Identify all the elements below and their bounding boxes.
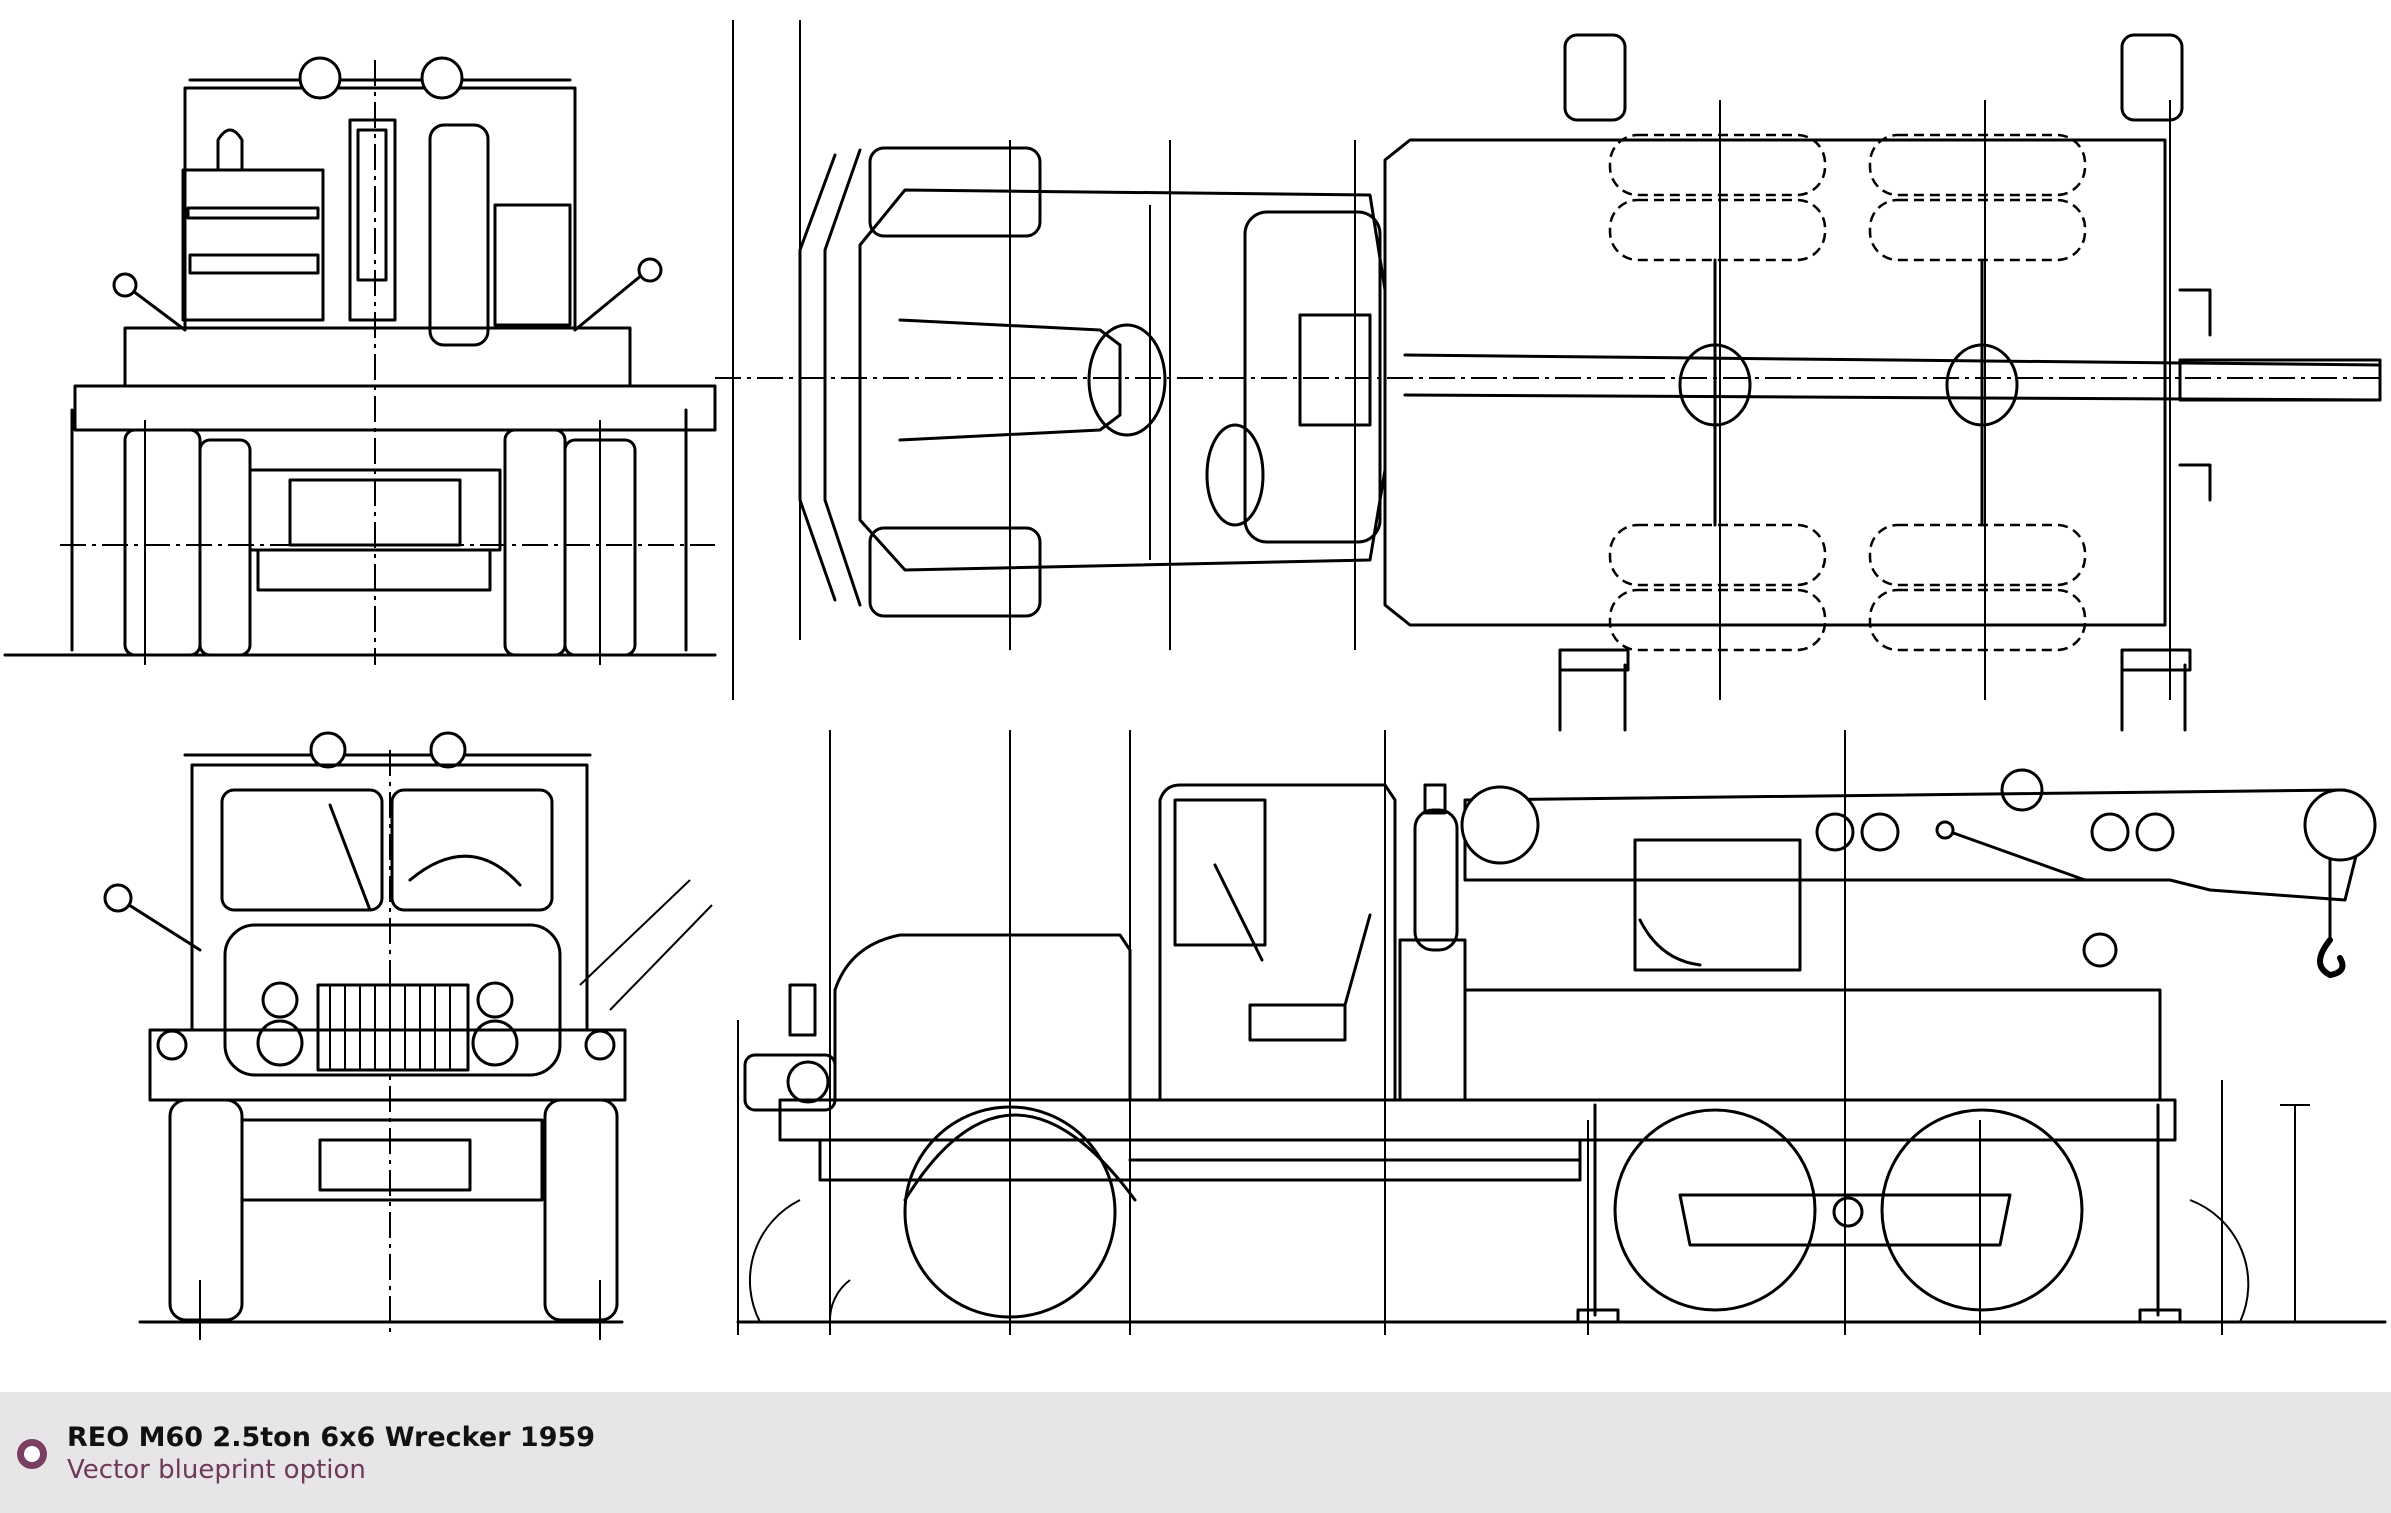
caption-bar: REO M60 2.5ton 6x6 Wrecker 1959 Vector b…	[0, 1392, 2391, 1513]
top-view	[715, 20, 2382, 732]
front-view	[103, 731, 713, 1340]
blueprint-drawing	[3, 20, 2387, 1340]
caption-subtitle: Vector blueprint option	[67, 1455, 366, 1485]
rear-view	[3, 56, 717, 665]
side-view	[736, 730, 2387, 1335]
radio-circle-icon	[17, 1439, 47, 1469]
caption-title: REO M60 2.5ton 6x6 Wrecker 1959	[67, 1422, 596, 1453]
